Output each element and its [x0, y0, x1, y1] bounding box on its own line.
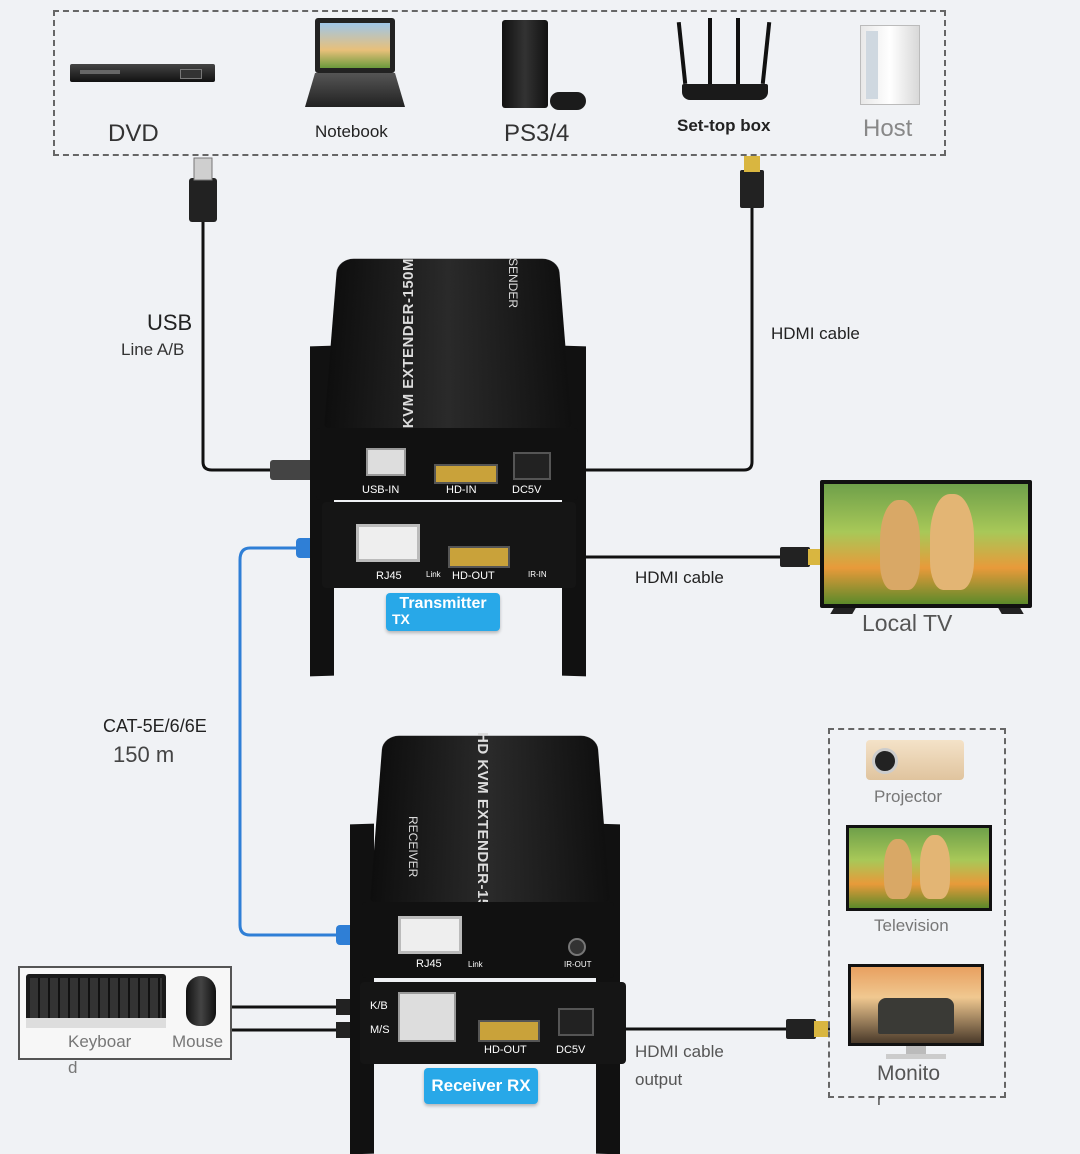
- local-tv-icon: [820, 480, 1032, 628]
- mouse-label: Mouse: [172, 1032, 224, 1051]
- keyboard-label: Keyboar: [68, 1032, 132, 1051]
- game-console-icon: [500, 20, 590, 115]
- rx-port-label-dc5v: DC5V: [556, 1044, 586, 1056]
- hdmi-cable-local-label: HDMI cable: [635, 568, 724, 587]
- receiver-side-text: RECEIVER: [406, 816, 420, 878]
- receiver-model-text: HD KVM EXTENDER-150M: [474, 732, 491, 930]
- settop-label: Set-top box: [677, 116, 771, 135]
- rx-dc5v-port: [558, 1008, 594, 1036]
- keyboard-icon: [26, 974, 166, 1030]
- rx-hdmi-out-port: [478, 1020, 540, 1042]
- projector-label: Projector: [874, 787, 943, 806]
- receiver-unit: HD KVM EXTENDER-150M RECEIVER RJ45 Link …: [346, 706, 632, 1154]
- hdmi-cable-output-label: HDMI cable: [635, 1042, 724, 1061]
- hdmi-in-port: [434, 464, 498, 484]
- hdmi-output-label: output: [635, 1070, 683, 1089]
- source-devices-box: [53, 10, 946, 156]
- transmitter-badge-sub: TX: [392, 611, 410, 627]
- rx-ir-out-port: [568, 938, 586, 956]
- monitor-icon: [848, 964, 984, 1060]
- receiver-badge: Receiver RX: [424, 1068, 538, 1104]
- rx-port-label-hd-out: HD-OUT: [484, 1044, 527, 1056]
- distance-label: 150 m: [113, 742, 175, 767]
- keyboard-label-wrap: d: [68, 1058, 78, 1077]
- rx-port-label-ms: M/S: [370, 1024, 390, 1036]
- hdmi-cable-top-label: HDMI cable: [771, 324, 860, 343]
- tx-port-label-link: Link: [426, 570, 441, 579]
- dc5v-port: [513, 452, 551, 480]
- tx-port-label-dc5v: DC5V: [512, 484, 542, 496]
- transmitter-badge-title: Transmitter: [399, 595, 487, 612]
- notebook-label: Notebook: [315, 122, 388, 141]
- usb-b-port: [366, 448, 406, 476]
- tx-hdmi-out-port: [448, 546, 510, 568]
- rx-port-label-link: Link: [468, 960, 483, 969]
- usb-line-label: Line A/B: [121, 340, 185, 359]
- notebook-icon: [305, 18, 405, 110]
- projector-icon: [866, 740, 964, 784]
- rx-rj45-port: [398, 916, 462, 954]
- tx-rj45-port: [356, 524, 420, 562]
- router-icon: [676, 18, 772, 103]
- host-label: Host: [863, 115, 913, 142]
- dvd-label: DVD: [108, 120, 159, 147]
- local-tv-label: Local TV: [862, 610, 953, 636]
- rx-usb-a-ports: [398, 992, 456, 1042]
- ps-label: PS3/4: [504, 120, 570, 147]
- monitor-label: Monito: [877, 1062, 941, 1085]
- tx-port-label-ir-in: IR-IN: [528, 570, 547, 579]
- transmitter-unit: HD KVM EXTENDER-150M SENDER USB-IN HD-IN…: [300, 228, 592, 677]
- rx-port-label-kb: K/B: [370, 1000, 388, 1012]
- host-pc-icon: [860, 25, 920, 105]
- tx-port-label-hd-in: HD-IN: [446, 484, 477, 496]
- television-label: Television: [874, 916, 949, 935]
- tx-port-label-rj45: RJ45: [376, 570, 402, 582]
- rx-port-label-rj45: RJ45: [416, 958, 442, 970]
- tx-port-label-usb-in: USB-IN: [362, 484, 400, 496]
- television-icon: [846, 825, 992, 917]
- mouse-icon: [186, 976, 216, 1028]
- rx-port-label-ir-out: IR-OUT: [564, 960, 592, 969]
- monitor-label-wrap: r: [877, 1090, 883, 1109]
- dvd-player-icon: [70, 58, 215, 88]
- output-displays-box: [828, 728, 1006, 1098]
- tx-port-label-hd-out: HD-OUT: [452, 570, 495, 582]
- transmitter-side-text: SENDER: [506, 258, 520, 309]
- usb-label: USB: [147, 310, 193, 335]
- transmitter-model-text: HD KVM EXTENDER-150M: [400, 258, 417, 456]
- cat-cable-label: CAT-5E/6/6E: [103, 716, 207, 736]
- transmitter-badge: Transmitter TX: [386, 593, 500, 631]
